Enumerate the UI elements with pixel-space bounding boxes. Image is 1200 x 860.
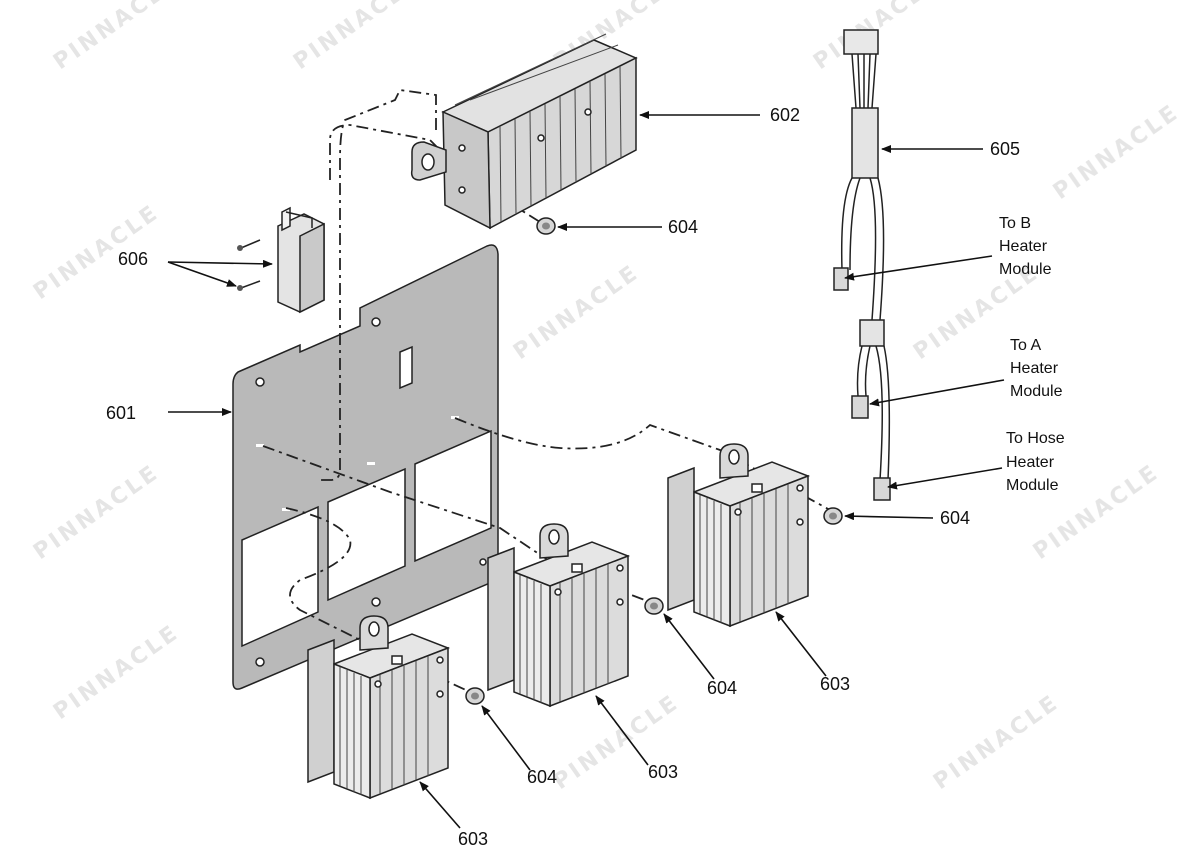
callout-604: 604 [527, 767, 557, 787]
callout-603: 603 [820, 674, 850, 694]
note-hose-heater: To Hose Heater Module [1006, 430, 1065, 494]
callout-604: 604 [707, 678, 737, 698]
callout-605: 605 [990, 139, 1020, 159]
callout-labels: 601 602 605 604 606 604 603 604 603 604 … [106, 105, 1020, 849]
watermark: PINNACLE [29, 460, 164, 565]
watermark: PINNACLE [49, 0, 184, 75]
svg-text:Module: Module [1010, 383, 1063, 400]
svg-text:Module: Module [999, 261, 1052, 278]
callout-leaders [167, 111, 1005, 829]
nut [465, 687, 485, 705]
callout-601: 601 [106, 403, 136, 423]
callout-603: 603 [648, 762, 678, 782]
nut [536, 217, 556, 235]
note-a-heater: To A Heater Module [1010, 337, 1063, 400]
callout-606: 606 [118, 249, 148, 269]
svg-text:Heater: Heater [999, 238, 1048, 255]
screws [237, 239, 261, 291]
note-b-heater: To B Heater Module [999, 215, 1052, 278]
heater-module [667, 443, 811, 628]
svg-text:Heater: Heater [1010, 360, 1059, 377]
svg-text:Heater: Heater [1006, 454, 1055, 471]
svg-text:To B: To B [999, 215, 1031, 232]
mounting-plate [232, 244, 499, 690]
nut [823, 507, 843, 525]
watermark: PINNACLE [289, 0, 424, 75]
bracket [277, 206, 325, 314]
callout-602: 602 [770, 105, 800, 125]
watermark: PINNACLE [929, 690, 1064, 795]
nut [644, 597, 664, 615]
svg-text:To A: To A [1010, 337, 1041, 354]
wire-harness [833, 29, 891, 501]
svg-text:Module: Module [1006, 477, 1059, 494]
controller-fins [454, 33, 622, 223]
callout-603: 603 [458, 829, 488, 849]
watermark: PINNACLE [509, 260, 644, 365]
heater-module [487, 523, 631, 708]
heater-module [307, 615, 451, 800]
callout-604: 604 [940, 508, 970, 528]
callout-604: 604 [668, 217, 698, 237]
watermark: PINNACLE [1049, 100, 1184, 205]
svg-text:To Hose: To Hose [1006, 430, 1065, 447]
controller-box [410, 33, 638, 230]
watermark: PINNACLE [1029, 460, 1164, 565]
watermark: PINNACLE [49, 620, 184, 725]
